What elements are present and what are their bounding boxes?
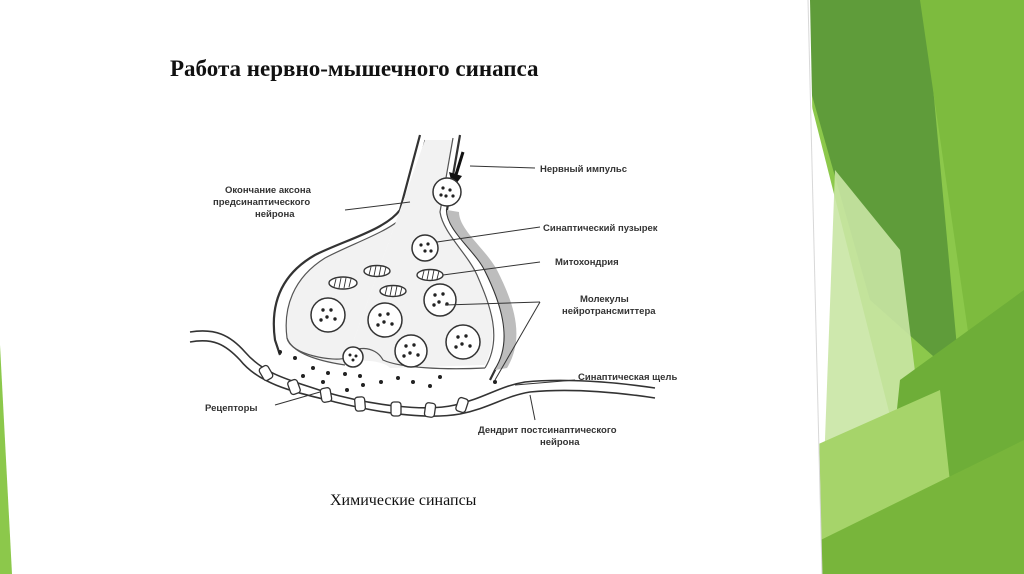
receptors <box>258 364 469 418</box>
receptor <box>287 378 301 396</box>
impulse-arrow-shaft <box>453 151 465 179</box>
postsynaptic-membrane-top <box>189 330 656 409</box>
label-nerve-impulse: Нервный импульс <box>540 164 627 175</box>
right-green-shape-mid <box>920 0 1024 380</box>
label-dendrite-line2: нейрона <box>540 437 580 448</box>
leader-synaptic-cleft <box>514 379 576 386</box>
label-molecules-line1: Молекулы <box>580 294 629 305</box>
presynaptic-bottom-membrane <box>286 337 486 370</box>
vesicle <box>445 324 481 360</box>
leader-dendrite <box>529 394 536 421</box>
mitochondrion <box>328 276 358 290</box>
vesicle <box>310 297 346 333</box>
label-axon-end-line3: нейрона <box>255 209 295 220</box>
label-mitochondria: Митохондрия <box>555 257 619 268</box>
vesicle <box>411 234 439 262</box>
label-axon-end-line2: предсинаптического <box>213 197 310 208</box>
receptor <box>319 387 333 403</box>
label-receptors: Рецепторы <box>205 403 258 414</box>
receptor <box>455 396 469 414</box>
label-synaptic-cleft: Синаптическая щель <box>578 372 677 383</box>
synapse-diagram: Нервный импульс Окончание аксона предсин… <box>189 134 677 448</box>
presynaptic-right-membrane <box>439 137 495 369</box>
vesicle <box>394 334 428 368</box>
leader-molecules-a <box>444 301 541 306</box>
label-axon-end-line1: Окончание аксона <box>225 185 312 196</box>
bottom-green-shape-dark <box>760 440 1024 574</box>
vesicle <box>367 302 403 338</box>
leader-mitochondria <box>442 261 541 276</box>
slide-caption: Химические синапсы <box>330 492 477 509</box>
receptor <box>354 396 366 412</box>
neurotransmitter-molecules <box>278 350 497 392</box>
leader-receptors <box>274 391 321 406</box>
receptor <box>423 402 437 418</box>
label-dendrite-line1: Дендрит постсинаптического <box>478 425 617 436</box>
slide-title: Работа нервно-мышечного синапса <box>170 56 539 81</box>
axon-outer-left <box>272 134 422 356</box>
mitochondria-cristae <box>333 265 440 297</box>
label-molecules-line2: нейротрансмиттера <box>562 306 656 317</box>
vesicles <box>310 177 481 368</box>
vesicle-contents <box>319 186 472 362</box>
vesicle-fusing <box>342 346 364 368</box>
right-green-shape-dark <box>785 0 960 380</box>
leader-lines <box>274 165 576 421</box>
leader-synaptic-vesicle <box>436 226 541 243</box>
receptor <box>390 401 402 417</box>
leader-nerve-impulse <box>469 165 536 169</box>
leader-axon-end <box>344 201 411 211</box>
label-synaptic-vesicle: Синаптический пузырек <box>543 223 658 234</box>
leader-molecules-b <box>494 301 541 381</box>
vesicle <box>423 283 457 317</box>
left-green-shape-front <box>0 345 12 574</box>
receptor <box>258 364 274 382</box>
panel-edge-line <box>807 0 823 574</box>
postsynaptic-membrane-bottom <box>189 340 656 418</box>
vesicle <box>432 177 462 207</box>
